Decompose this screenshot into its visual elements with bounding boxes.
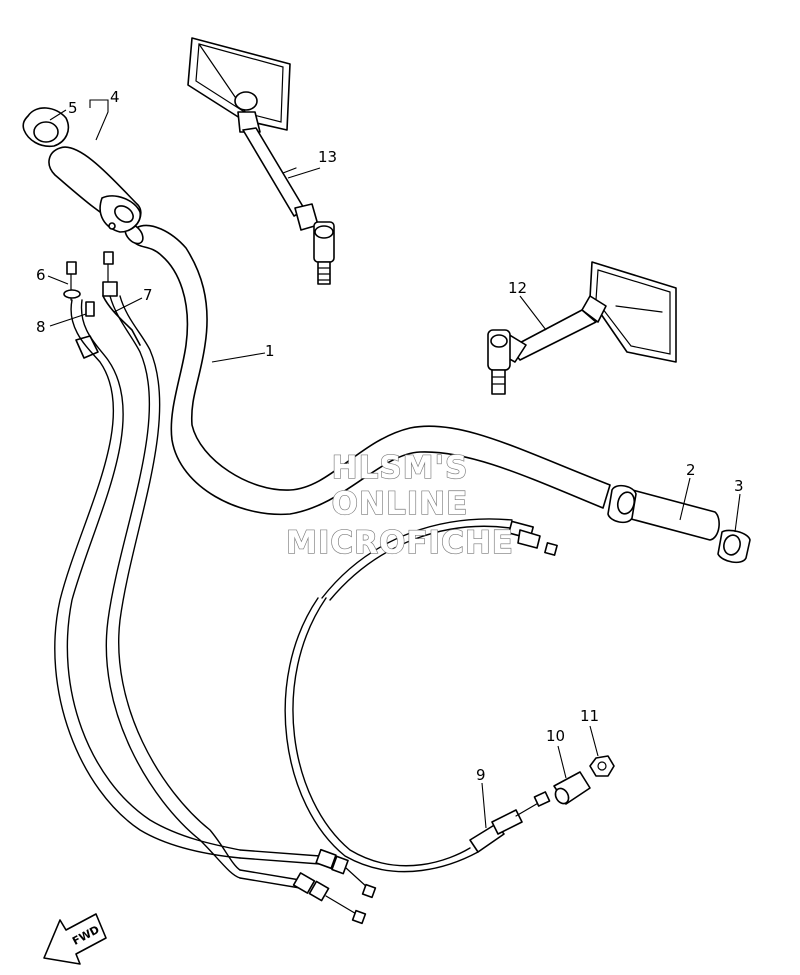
watermark-line-1: HLSM'S bbox=[332, 450, 469, 486]
callout-4: 4 bbox=[110, 88, 120, 106]
right-grip bbox=[607, 484, 720, 541]
callout-9: 9 bbox=[476, 766, 486, 784]
callout-10: 10 bbox=[546, 727, 565, 745]
watermark-line-3: MICROFICHE bbox=[286, 525, 514, 561]
fwd-indicator: FWD bbox=[43, 913, 107, 965]
watermark-line-2: ONLINE bbox=[332, 486, 469, 522]
callout-8: 8 bbox=[36, 318, 46, 336]
watermark: HLSM'S ONLINE MICROFICHE bbox=[285, 449, 514, 561]
callout-7: 7 bbox=[143, 286, 153, 304]
cable-adjusters-bottom bbox=[292, 848, 377, 925]
callout-5: 5 bbox=[68, 99, 78, 117]
leader-lines bbox=[47, 99, 741, 829]
callouts: 1 2 3 4 5 6 7 8 9 10 11 12 13 bbox=[36, 88, 744, 784]
callout-12: 12 bbox=[508, 279, 527, 297]
left-mirror bbox=[187, 37, 335, 285]
callout-3: 3 bbox=[734, 477, 744, 495]
callout-6: 6 bbox=[36, 266, 46, 284]
callout-2: 2 bbox=[686, 461, 696, 479]
right-mirror bbox=[487, 261, 677, 395]
left-grip bbox=[48, 146, 142, 233]
callout-1: 1 bbox=[265, 342, 275, 360]
throttle-cables bbox=[54, 295, 321, 889]
forward-arrow-icon bbox=[43, 913, 107, 965]
clutch-cable bbox=[284, 518, 615, 873]
callout-13: 13 bbox=[318, 148, 337, 166]
bar-end-left bbox=[22, 107, 70, 148]
callout-11: 11 bbox=[580, 707, 599, 725]
bar-end-right bbox=[717, 529, 751, 564]
